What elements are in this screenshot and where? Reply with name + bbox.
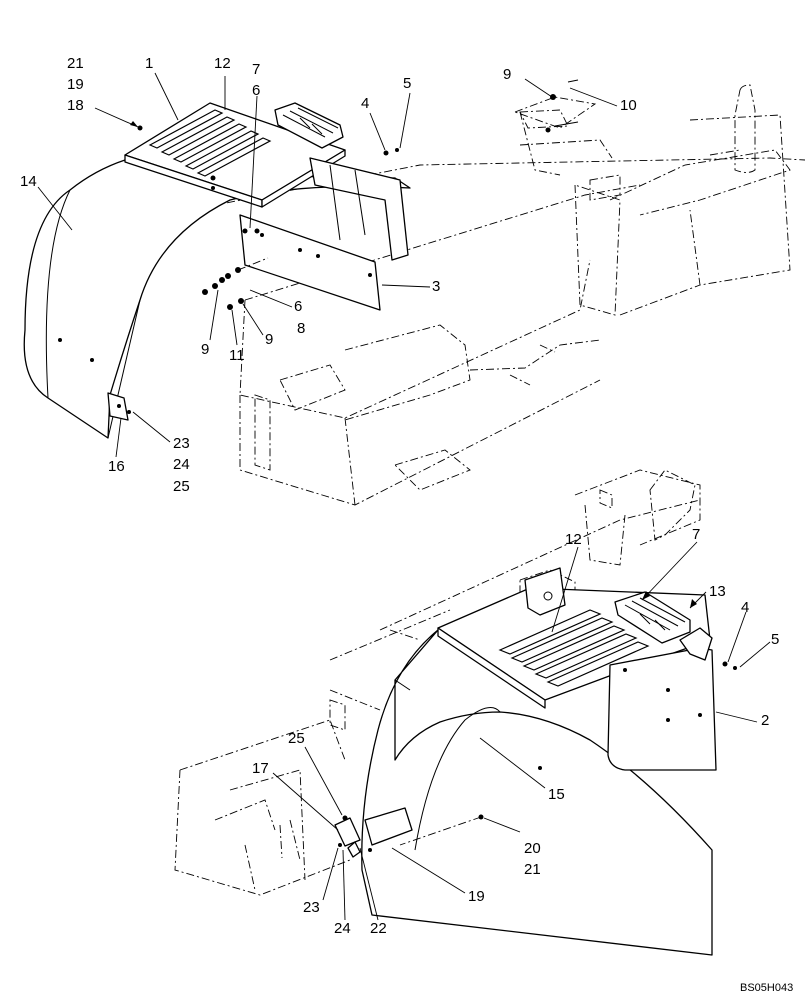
callout-21: 21 <box>524 861 541 878</box>
callout-7: 7 <box>252 61 261 78</box>
callout-25: 25 <box>173 478 190 495</box>
callout-6: 6 <box>252 82 261 99</box>
bottom-mud-flap-2 <box>607 647 717 771</box>
leader-lines <box>37 72 771 921</box>
top-frame-phantom <box>179 84 806 506</box>
top-step-lamp <box>274 102 344 149</box>
callout-9: 9 <box>503 66 512 83</box>
callout-23: 23 <box>173 435 190 452</box>
callout-11: 11 <box>229 347 245 364</box>
callout-15: 15 <box>548 786 565 803</box>
bottom-step-lamp-13 <box>614 591 713 661</box>
callout-10: 10 <box>620 97 637 114</box>
top-mud-flap-3 <box>239 214 381 311</box>
callout-19: 19 <box>468 888 485 905</box>
callout-7: 7 <box>692 526 701 543</box>
callout-9: 9 <box>201 341 210 358</box>
callout-20: 20 <box>524 840 541 857</box>
callout-16: 16 <box>108 458 125 475</box>
callout-18: 18 <box>67 97 84 114</box>
callout-24: 24 <box>173 456 190 473</box>
callout-12: 12 <box>565 531 582 548</box>
callout-1: 1 <box>145 55 154 72</box>
callout-21: 21 <box>67 55 84 72</box>
callout-22: 22 <box>370 920 387 937</box>
callout-9: 9 <box>265 331 274 348</box>
callout-23: 23 <box>303 899 320 916</box>
callout-4: 4 <box>361 95 370 112</box>
callout-6: 6 <box>294 298 303 315</box>
top-hardware <box>137 79 597 310</box>
callout-14: 14 <box>20 173 37 190</box>
callout-2: 2 <box>761 712 770 729</box>
bottom-bracket-assembly <box>334 807 413 858</box>
callout-12: 12 <box>214 55 231 72</box>
callout-8: 8 <box>297 320 306 337</box>
top-step-plate-1 <box>124 102 346 208</box>
leader-arrows <box>130 121 697 608</box>
callout-13: 13 <box>709 583 726 600</box>
callout-5: 5 <box>771 631 780 648</box>
callout-25: 25 <box>288 730 305 747</box>
callout-17: 17 <box>252 760 269 777</box>
callout-5: 5 <box>403 75 412 92</box>
callout-24: 24 <box>334 920 351 937</box>
callout-4: 4 <box>741 599 750 616</box>
bottom-fender-15 <box>361 629 713 956</box>
drawing-reference: BS05H043 <box>740 982 794 994</box>
callout-19: 19 <box>67 76 84 93</box>
top-inner-panel <box>309 157 409 261</box>
callout-3: 3 <box>432 278 441 295</box>
top-bracket-16 <box>107 392 131 421</box>
